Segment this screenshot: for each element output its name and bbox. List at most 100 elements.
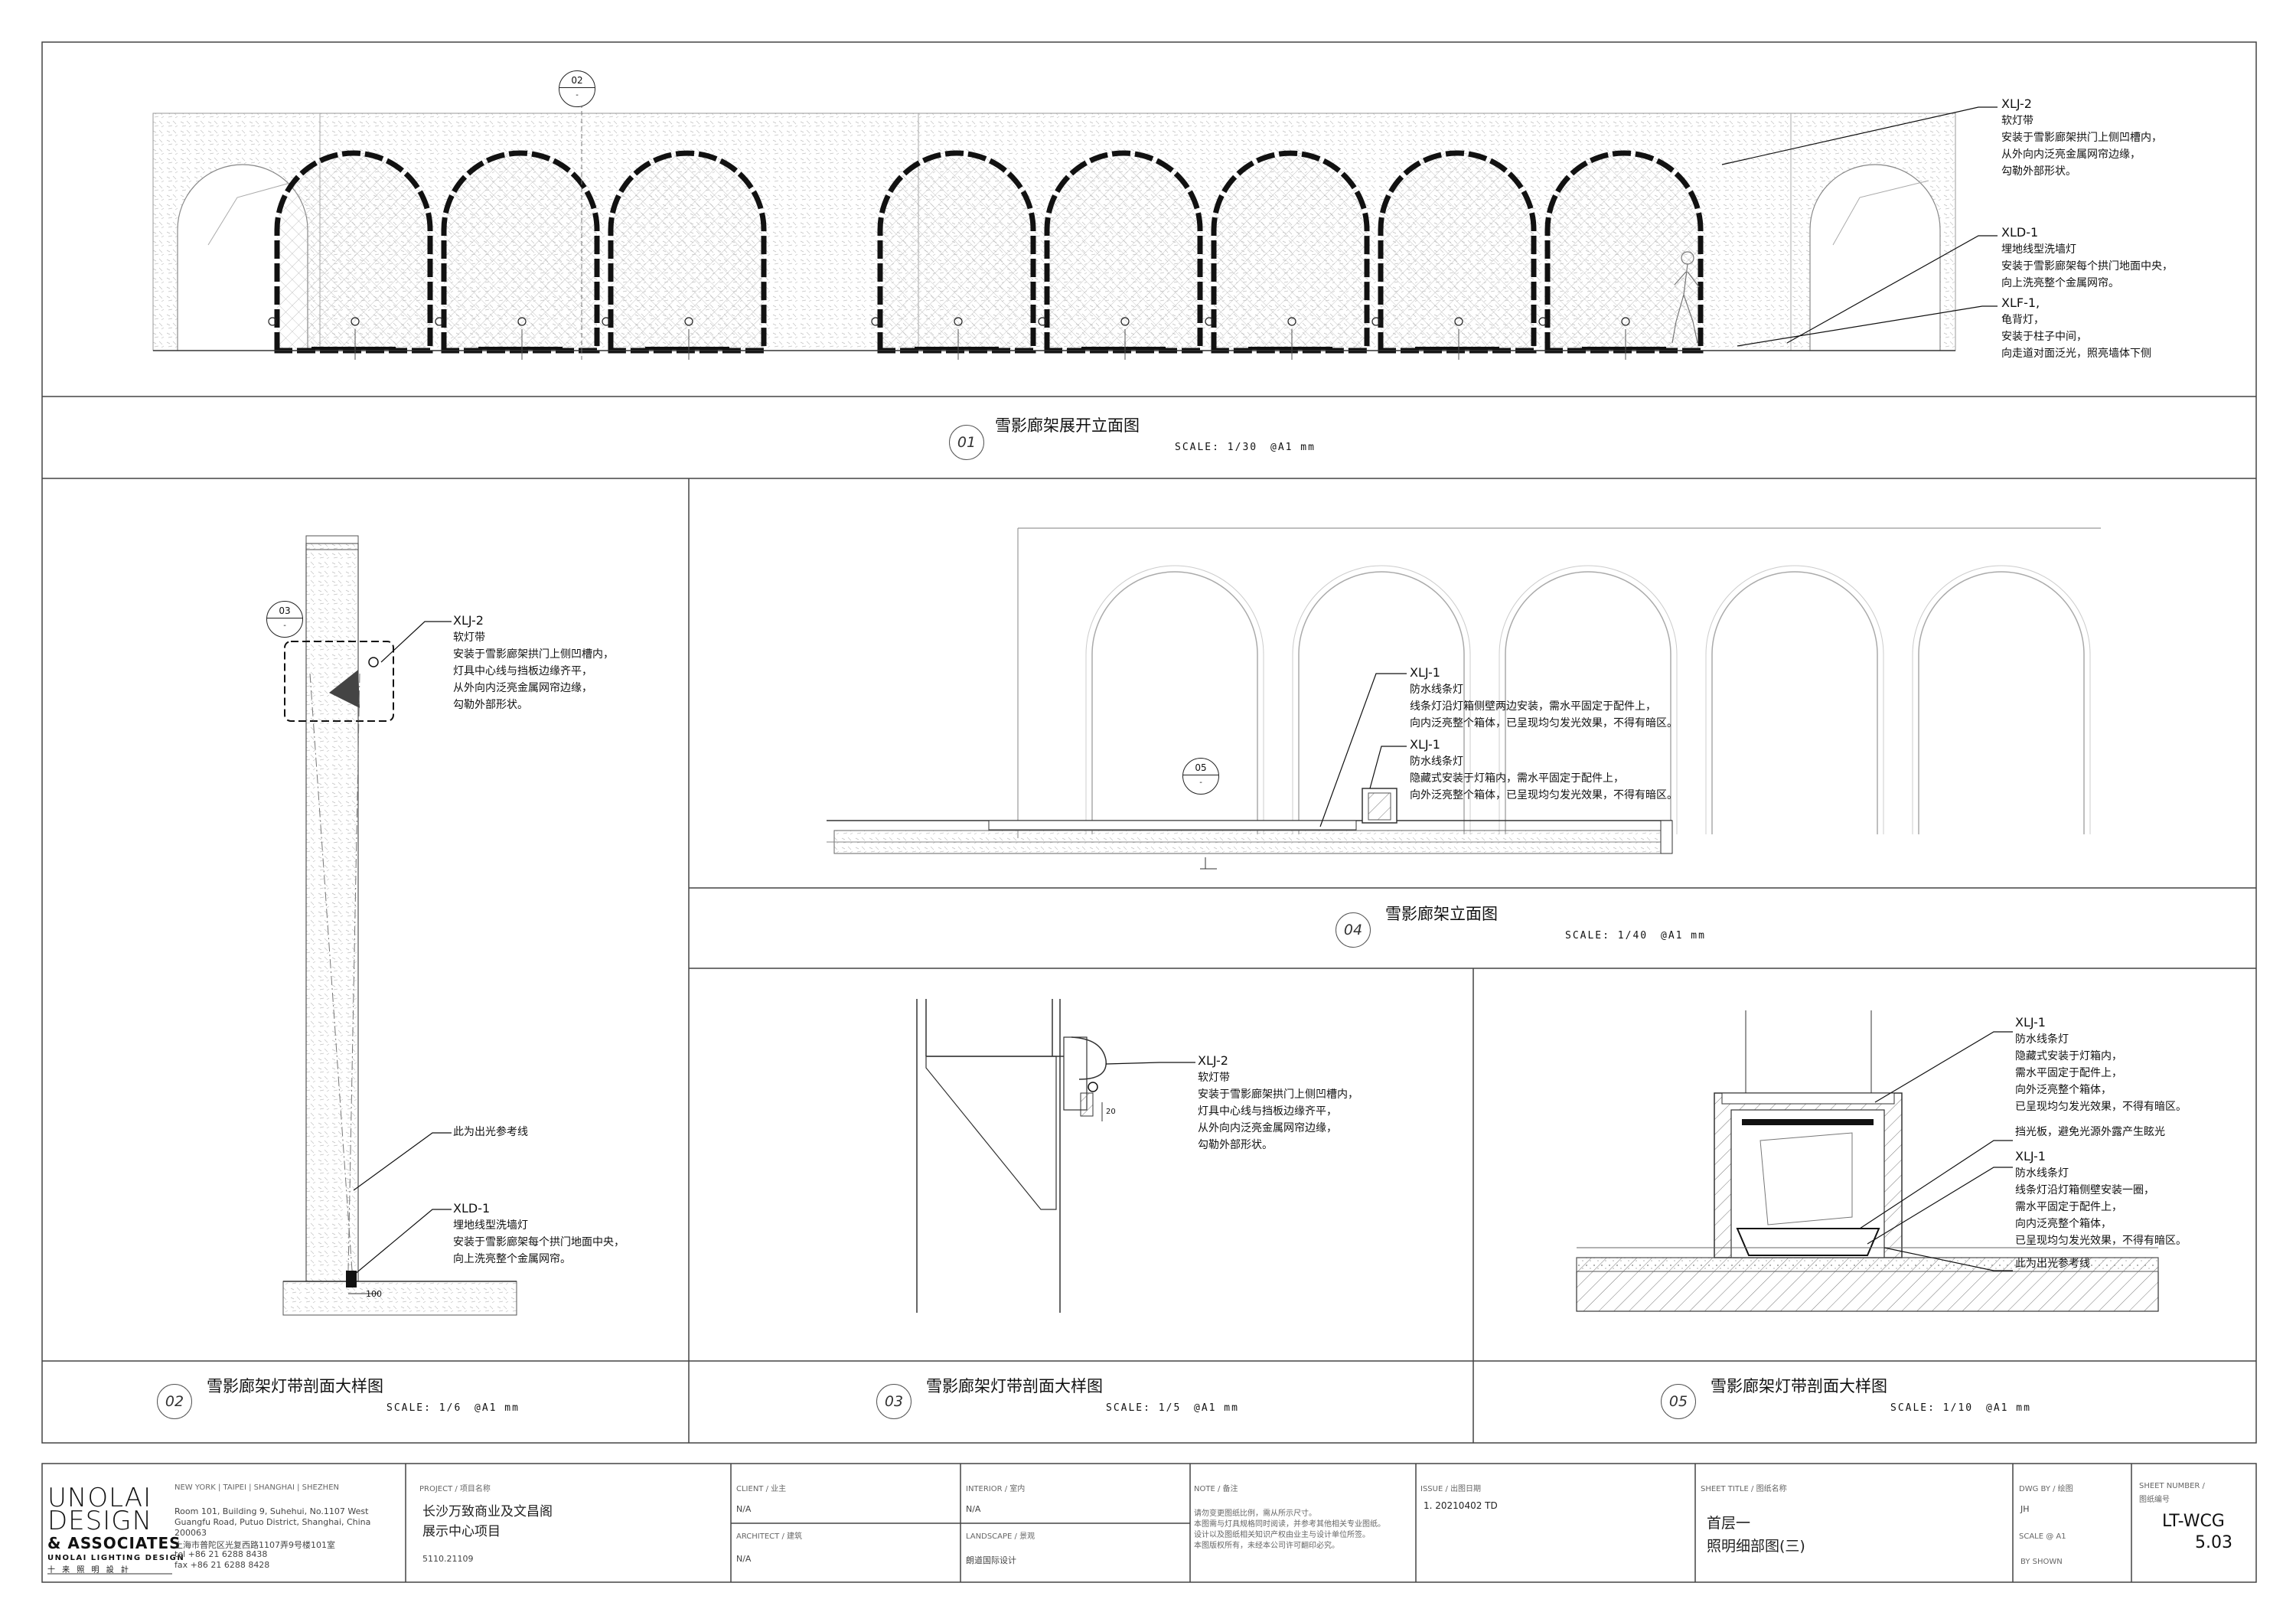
view-number-03: 03	[876, 1384, 912, 1419]
note-line: 向外泛亮整个箱体，	[2015, 1084, 2112, 1096]
scale-value: BY SHOWN	[2020, 1558, 2063, 1566]
arch-04-outline-5	[1912, 565, 2091, 834]
note-line: 安装于雪影廊架拱门上侧凹槽内，	[2001, 132, 2162, 144]
note-line: 灯具中心线与挡板边缘齐平，	[453, 665, 592, 677]
note-code: XLJ-1	[2015, 1149, 2046, 1163]
note-line: 向内泛亮整个箱体，	[2015, 1218, 2112, 1230]
fixture-marker-01-1	[268, 317, 277, 326]
project-number: 5110.21109	[422, 1554, 474, 1564]
view-scale-03: SCALE: 1/5	[1106, 1402, 1182, 1414]
interior-value: N/A	[966, 1504, 981, 1514]
note-line: 软灯带	[1198, 1072, 1230, 1084]
leaders-03	[1105, 1062, 1195, 1065]
sheet-title-line-1: 首层一	[1707, 1515, 1751, 1532]
arch-01-7	[1378, 150, 1537, 354]
arch-01-8	[1544, 150, 1704, 354]
arch-04-outline-4	[1705, 565, 1884, 834]
fixture-marker-01b-1	[351, 317, 360, 326]
note-line: 从外向内泛亮金属网帘边缘，	[453, 682, 592, 694]
view-sheet-size-05: @A1 mm	[1986, 1402, 2031, 1414]
address-line-2: Guangfu Road, Putuo District, Shanghai, …	[174, 1517, 371, 1527]
note-05-reference-line: 此为出光参考线	[2015, 1258, 2090, 1270]
logo-line-2: DESIGN	[47, 1506, 153, 1536]
note-line: 已呈现均匀发光效果，不得有暗区。	[2015, 1235, 2187, 1247]
note-line: 埋地线型洗墙灯	[453, 1219, 528, 1232]
fixture-marker-01-5	[1038, 317, 1047, 326]
view-number-02: 02	[157, 1384, 192, 1419]
note-line: 隐藏式安装于灯箱内，需水平固定于配件上，	[1410, 772, 1624, 785]
note-line: 防水线条灯	[1410, 756, 1463, 768]
note-line: 隐藏式安装于灯箱内，	[2015, 1050, 2122, 1062]
sheet-number-label: SHEET NUMBER /	[2139, 1482, 2205, 1490]
note-line: 防水线条灯	[2015, 1033, 2069, 1046]
note-line: 勾勒外部形状。	[453, 699, 528, 711]
view-scale-04: SCALE: 1/40	[1565, 930, 1649, 942]
sheet-title-label: SHEET TITLE / 图纸名称	[1701, 1485, 1787, 1493]
architect-label: ARCHITECT / 建筑	[736, 1532, 802, 1541]
fixture-marker-01-7	[1371, 317, 1381, 326]
address-line-1: Room 101, Building 9, Suhehui, No.1107 W…	[174, 1506, 369, 1516]
view-scale-02: SCALE: 1/6	[386, 1402, 462, 1414]
section-tag-02[interactable]: 02 -	[559, 70, 595, 107]
architect-value: N/A	[736, 1554, 752, 1564]
note-line: 安装于柱子中间，	[2001, 331, 2087, 343]
leaders-02	[353, 621, 452, 1275]
sheet-number-line-1: LT-WCG	[2162, 1512, 2225, 1531]
section-tag-02-bottom: -	[576, 91, 579, 100]
dimension-02: 100	[366, 1289, 382, 1299]
logo-line-4: UNOLAI LIGHTING DESIGN	[47, 1554, 185, 1562]
project-label: PROJECT / 项目名称	[419, 1485, 491, 1493]
scale-label: SCALE @ A1	[2019, 1532, 2066, 1541]
office-cities: NEW YORK | TAIPEI | SHANGHAI | SHEZHEN	[174, 1483, 340, 1492]
note-line: 灯具中心线与挡板边缘齐平，	[1198, 1105, 1337, 1118]
note-line: 已呈现均匀发光效果，不得有暗区。	[2015, 1101, 2187, 1113]
note-05-shield: 挡光板，避免光源外露产生眩光	[2015, 1126, 2165, 1138]
fixture-marker-01b-7	[1454, 317, 1463, 326]
note-code: XLJ-2	[1198, 1053, 1228, 1068]
sheet-title-line-2: 照明细部图(三)	[1707, 1538, 1805, 1555]
section-tag-05-bottom: -	[1199, 778, 1202, 787]
note-code: XLJ-1	[1410, 737, 1440, 752]
arch-row-04	[1085, 565, 2091, 834]
issue-label: ISSUE / 出图日期	[1420, 1485, 1482, 1493]
fixture-marker-01b-3	[684, 317, 693, 326]
note-line: 软灯带	[2001, 115, 2033, 127]
view-sheet-size-03: @A1 mm	[1194, 1402, 1239, 1414]
dwg-by-value: JH	[2020, 1504, 2030, 1514]
note-line: 向上洗亮整个金属网帘。	[2001, 277, 2119, 289]
fixture-marker-01-8	[1538, 317, 1548, 326]
note-label: NOTE / 备注	[1194, 1485, 1238, 1493]
view-scale-05: SCALE: 1/10	[1890, 1402, 1974, 1414]
note-line: 向内泛亮整个箱体，已呈现均匀发光效果，不得有暗区。	[1410, 717, 1678, 729]
note-line: 安装于雪影廊架拱门上侧凹槽内，	[453, 648, 614, 661]
note-02-xld1: XLD-1 埋地线型洗墙灯 安装于雪影廊架每个拱门地面中央， 向上洗亮整个金属网…	[453, 1200, 625, 1268]
arch-04-2	[1298, 571, 1465, 834]
note-line: 向走道对面泛光，照亮墙体下侧	[2001, 348, 2151, 360]
telephone: tel +86 21 6288 8438	[174, 1549, 268, 1559]
section-tag-03[interactable]: 03 -	[266, 601, 303, 638]
note-line: 防水线条灯	[2015, 1167, 2069, 1180]
note-line: 勾勒外部形状。	[2001, 165, 2076, 178]
view-title-01: 雪影廊架展开立面图	[995, 416, 1140, 435]
view-number-04: 04	[1336, 912, 1371, 948]
note-line: 软灯带	[453, 632, 485, 644]
view-number-01: 01	[949, 425, 984, 460]
client-label: CLIENT / 业主	[736, 1485, 787, 1493]
logo-line-3: & ASSOCIATES	[47, 1534, 181, 1552]
logo-line-5: 十 来 照 明 設 計	[47, 1566, 131, 1575]
landscape-value: 朗道国际设计	[966, 1555, 1016, 1565]
note-line: 防水线条灯	[1410, 684, 1463, 696]
note-line: 安装于雪影廊架每个拱门地面中央，	[2001, 260, 2173, 273]
view-sheet-size-01: @A1 mm	[1270, 442, 1316, 453]
note-code: XLJ-2	[2001, 96, 2032, 111]
section-tag-03-top: 03	[267, 602, 302, 618]
dimension-03: 20	[1106, 1108, 1116, 1116]
view-sheet-size-02: @A1 mm	[475, 1402, 520, 1414]
note-code: XLJ-2	[453, 613, 484, 628]
section-tag-05[interactable]: 05 -	[1182, 758, 1219, 795]
arch-01-2	[441, 150, 600, 354]
arch-04-3	[1505, 571, 1671, 834]
note-code: XLF-1,	[2001, 295, 2040, 310]
fixture-marker-01-3	[602, 317, 611, 326]
section-tag-05-top: 05	[1183, 759, 1218, 775]
